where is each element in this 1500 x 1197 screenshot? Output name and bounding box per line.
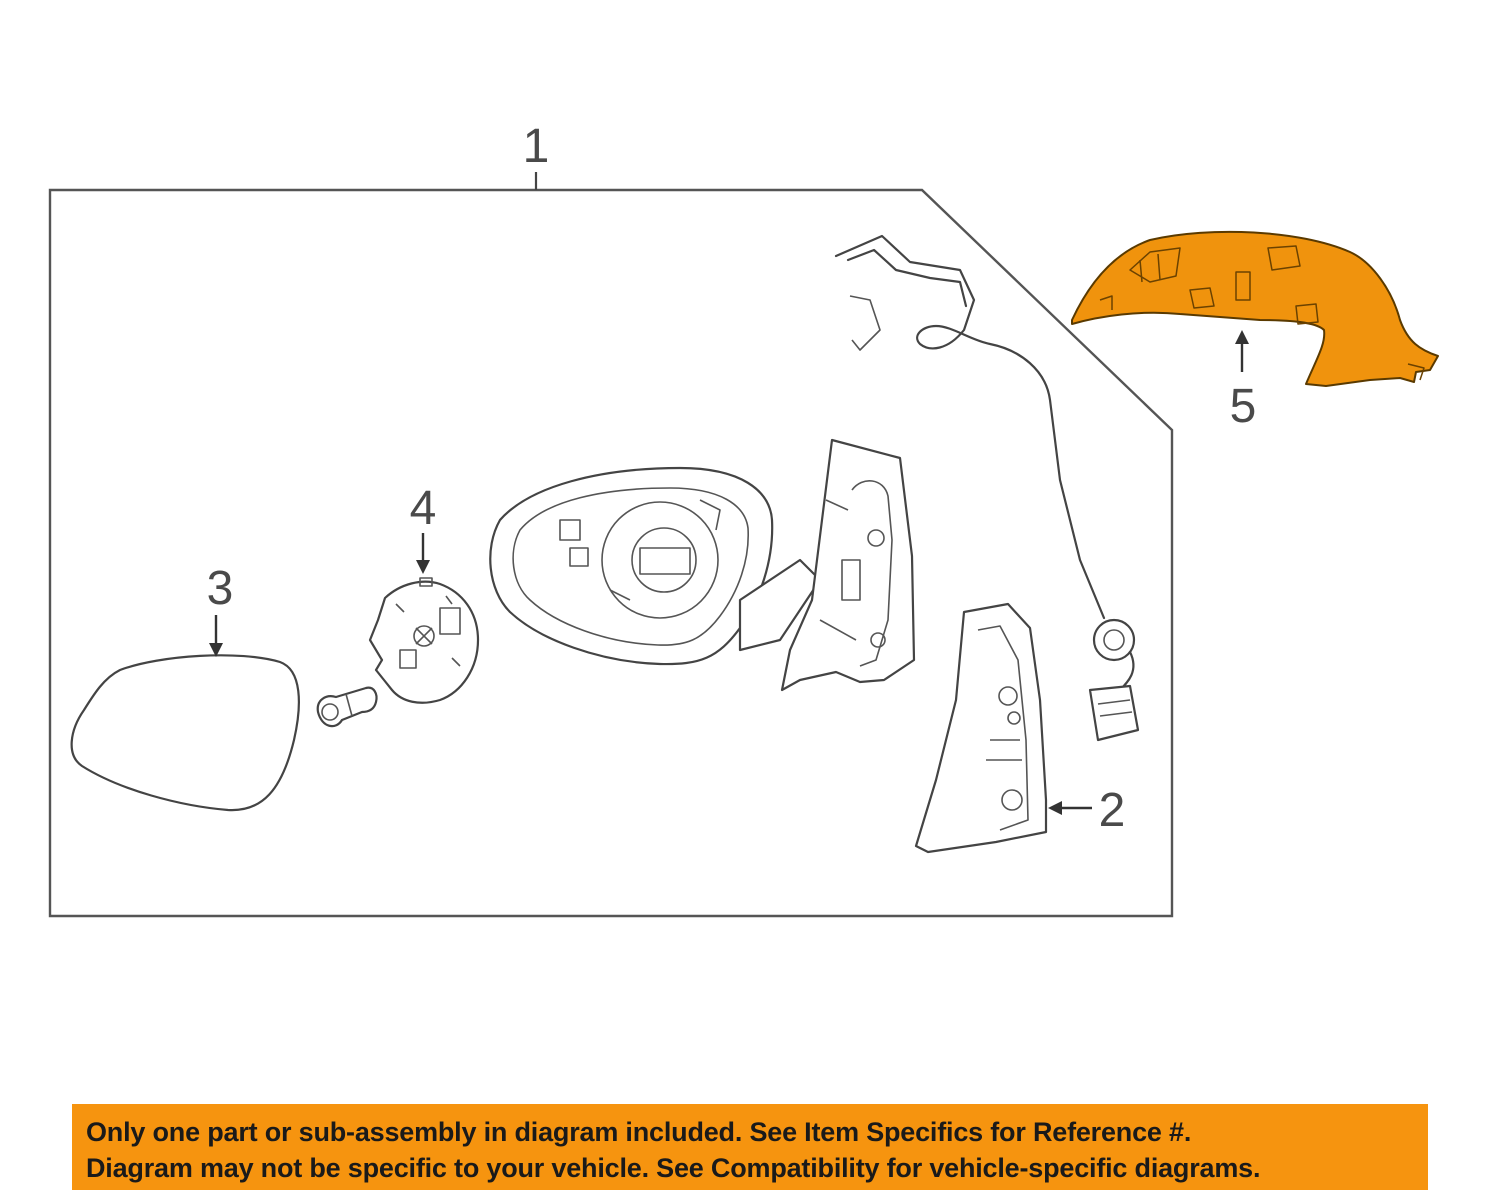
callout-4-arrow xyxy=(416,533,430,574)
mirror-cap-part-highlighted xyxy=(1071,230,1439,387)
callout-3-arrow xyxy=(209,615,223,657)
assembly-boundary-box xyxy=(48,188,1174,918)
callout-4: 4 xyxy=(410,482,437,535)
mirror-base-part xyxy=(780,438,916,692)
callout-5: 5 xyxy=(1230,380,1257,433)
callout-2: 2 xyxy=(1099,784,1126,837)
callout-5-arrow xyxy=(1235,330,1249,372)
screw-part xyxy=(316,686,378,728)
callout-1: 1 xyxy=(523,120,550,173)
parts-diagram: 1 3 4 xyxy=(48,120,1439,918)
disclaimer-line-2: Diagram may not be specific to your vehi… xyxy=(86,1153,1261,1183)
mirror-actuator-part xyxy=(368,577,480,704)
disclaimer-line-1: Only one part or sub-assembly in diagram… xyxy=(86,1117,1192,1147)
lower-cover-part xyxy=(914,602,1048,854)
mirror-housing-part xyxy=(489,466,822,666)
callout-3: 3 xyxy=(207,562,234,615)
callout-2-arrow xyxy=(1048,801,1092,815)
mirror-glass-part xyxy=(70,654,300,812)
wiring-harness-part xyxy=(834,234,1140,742)
disclaimer-banner: Only one part or sub-assembly in diagram… xyxy=(72,1104,1428,1190)
